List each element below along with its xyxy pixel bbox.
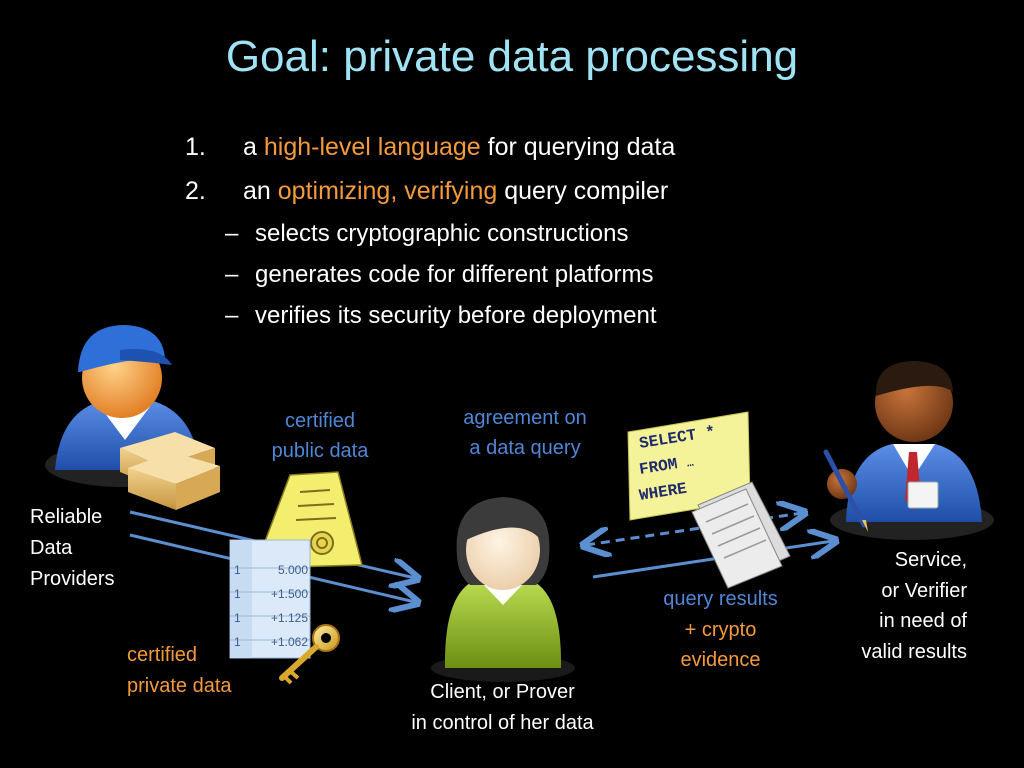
data-table-icon: [229, 539, 311, 659]
label-service: Service, or Verifier in need of valid re…: [861, 549, 967, 663]
table-cell: 5.000: [278, 563, 308, 577]
verifier-person-icon: [827, 361, 994, 540]
package-icon: [120, 432, 220, 510]
sub-item-1: –selects cryptographic constructions: [225, 220, 629, 247]
label-agreement: agreement on a data query: [463, 407, 587, 459]
label-certified-public-data: certified public data: [271, 410, 369, 462]
label-client: Client, or Prover in control of her data: [411, 681, 594, 734]
label-certified-private-data: certified private data: [127, 644, 232, 697]
highlight-text: high-level language: [263, 133, 481, 161]
bullet-list: 1.a high-level language for querying dat…: [185, 125, 675, 336]
table-cell: +1.062: [271, 635, 308, 649]
table-cell: +1.125: [271, 611, 308, 625]
client-person-icon: [431, 497, 575, 682]
table-values: 1 1 1 1 5.000 +1.500 +1.125 +1.062: [234, 563, 308, 649]
label-query-results: query results + crypto evidence: [663, 588, 778, 671]
table-row-id: 1: [234, 587, 241, 601]
sub-item-3: –verifies its security before deployment: [225, 302, 657, 329]
arrow-results-to-verifier: [592, 541, 833, 579]
key-icon: [279, 624, 340, 685]
table-row-id: 1: [234, 635, 241, 649]
sub-item-2: –generates code for different platforms: [225, 261, 654, 288]
table-row-id: 1: [234, 563, 241, 577]
list-item-1: 1.a high-level language for querying dat…: [185, 125, 675, 169]
table-cell: +1.500: [271, 587, 308, 601]
list-number: 2.: [185, 177, 206, 205]
documents-icon: [691, 481, 791, 589]
slide-title: Goal: private data processing: [225, 32, 799, 81]
table-row-id: 1: [234, 611, 241, 625]
label-providers: Reliable Data Providers: [30, 506, 115, 590]
list-item-2: 2.an optimizing, verifying query compile…: [185, 169, 675, 213]
highlight-text: optimizing, verifying: [277, 177, 498, 205]
pen-icon: [823, 449, 868, 532]
list-number: 1.: [185, 133, 206, 161]
